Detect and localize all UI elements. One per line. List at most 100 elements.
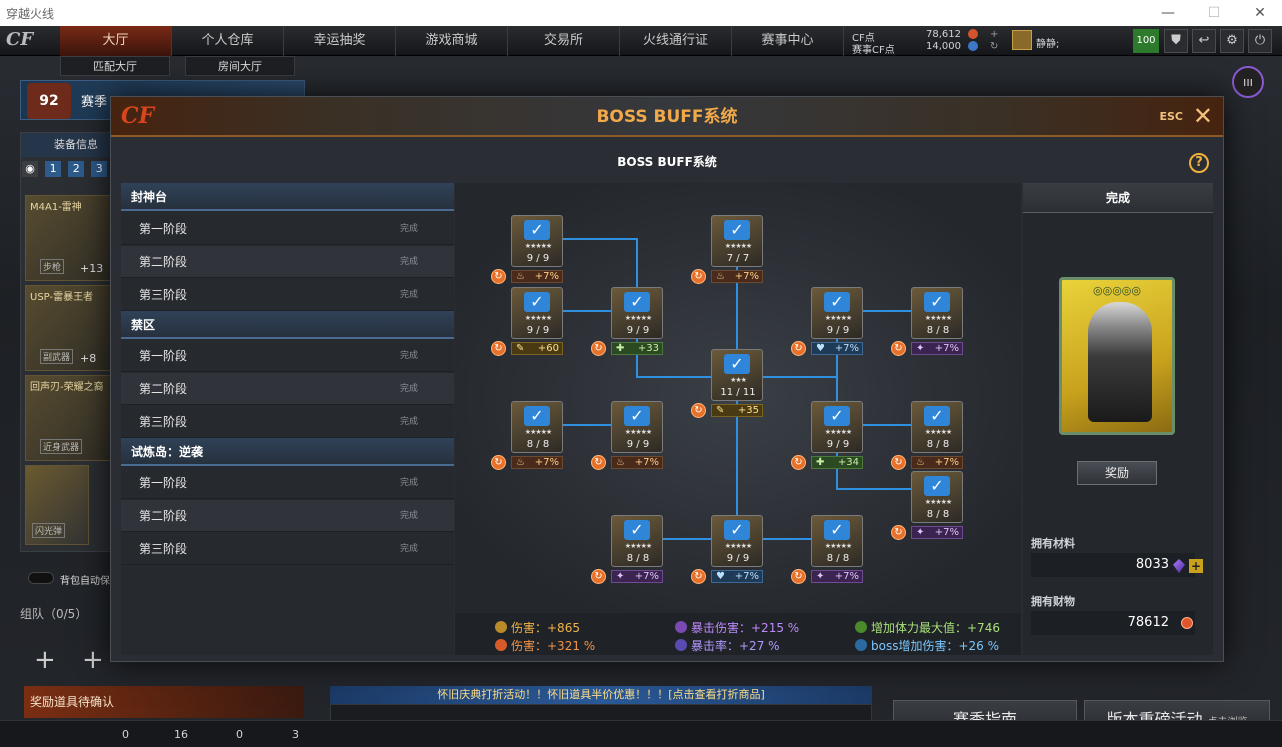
help-icon[interactable]: ? — [1189, 153, 1209, 173]
upgrade-icon[interactable]: ↻ — [591, 341, 606, 356]
upgrade-icon[interactable]: ↻ — [491, 455, 506, 470]
upgrade-icon[interactable]: ↻ — [791, 569, 806, 584]
section-header[interactable]: 禁区 — [121, 311, 454, 339]
buff-node[interactable]: ✓★★★★★7 / 7 — [711, 215, 763, 267]
add-cf-icon[interactable]: + — [990, 29, 999, 40]
node-buff-tag: ✎+60 — [511, 342, 563, 355]
check-icon: ✓ — [824, 292, 850, 312]
power-icon[interactable]: ⏻ — [1248, 29, 1272, 53]
buff-node[interactable]: ✓★★★★★9 / 9 — [711, 515, 763, 567]
buff-node[interactable]: ✓★★★★★8 / 8 — [511, 401, 563, 453]
add-member-icon[interactable]: + — [82, 645, 104, 675]
buff-node[interactable]: ✓★★★★★8 / 8 — [611, 515, 663, 567]
shield-icon[interactable]: ⛊ — [1164, 29, 1188, 53]
node-count: 9 / 9 — [826, 439, 850, 450]
tab-exchange[interactable]: 交易所 — [508, 26, 620, 56]
upgrade-icon[interactable]: ↻ — [491, 341, 506, 356]
add-material-icon[interactable]: + — [1189, 559, 1203, 573]
minimize-icon[interactable]: — — [1161, 5, 1175, 21]
crit-rate-icon — [675, 639, 687, 651]
tab-shop[interactable]: 游戏商城 — [396, 26, 508, 56]
slot-tab-2[interactable]: 2 — [68, 161, 85, 177]
upgrade-icon[interactable]: ↻ — [691, 403, 706, 418]
stat-damage-flat: 伤害：+865 — [495, 619, 580, 636]
reward-button[interactable]: 奖励 — [1077, 461, 1157, 485]
wealth-value: 78612 — [1031, 611, 1195, 635]
buff-node[interactable]: ✓★★★★★9 / 9 — [811, 401, 863, 453]
tab-lucky-draw[interactable]: 幸运抽奖 — [284, 26, 396, 56]
node-stars: ★★★★★ — [924, 428, 952, 436]
buff-node[interactable]: ✓★★★★★8 / 8 — [911, 287, 963, 339]
buff-node[interactable]: ✓★★★11 / 11 — [711, 349, 763, 401]
auto-save-toggle[interactable] — [28, 572, 54, 584]
tab-lobby[interactable]: 大厅 — [60, 26, 172, 56]
fire-icon: ♨ — [616, 457, 625, 468]
menu-icon[interactable]: ııı — [1232, 66, 1264, 98]
upgrade-icon[interactable]: ↻ — [891, 525, 906, 540]
tab-battle-pass[interactable]: 火线通行证 — [620, 26, 732, 56]
award-confirm-banner[interactable]: 奖励道具待确认 — [24, 686, 304, 718]
node-count: 9 / 9 — [626, 439, 650, 450]
tab-tournament[interactable]: 赛事中心 — [732, 26, 844, 56]
upgrade-icon[interactable]: ↻ — [591, 569, 606, 584]
upgrade-icon[interactable]: ↻ — [791, 455, 806, 470]
stage-item[interactable]: 第一阶段完成 — [121, 340, 454, 372]
node-buff-tag: ♨+7% — [511, 456, 563, 469]
upgrade-icon[interactable]: ↻ — [491, 269, 506, 284]
modal-subtitle: BOSS BUFF系统 — [617, 155, 717, 169]
stage-item[interactable]: 第一阶段完成 — [121, 467, 454, 499]
fire-icon: ♨ — [516, 457, 525, 468]
material-label: 拥有材料 — [1031, 537, 1075, 550]
player-avatar[interactable] — [1012, 30, 1032, 50]
stage-item[interactable]: 第三阶段完成 — [121, 279, 454, 311]
tab-match-lobby[interactable]: 匹配大厅 — [60, 56, 170, 76]
weapon-tag: 步枪 — [40, 259, 65, 274]
close-window-icon[interactable]: ✕ — [1254, 5, 1266, 21]
add-member-icon[interactable]: + — [34, 645, 56, 675]
buff-node[interactable]: ✓★★★★★9 / 9 — [811, 287, 863, 339]
slot-head-icon[interactable]: ◉ — [22, 161, 38, 177]
buff-node[interactable]: ✓★★★★★8 / 8 — [811, 515, 863, 567]
upgrade-icon[interactable]: ↻ — [791, 341, 806, 356]
weapon-slot-grenade[interactable]: 闪光弹 — [25, 465, 89, 545]
buff-node[interactable]: ✓★★★★★8 / 8 — [911, 471, 963, 523]
boss-card[interactable]: ◎◎◎◎◎ — [1059, 277, 1175, 435]
upgrade-icon[interactable]: ↻ — [691, 569, 706, 584]
stage-item[interactable]: 第三阶段完成 — [121, 406, 454, 438]
slot-tab-3[interactable]: 3 — [91, 161, 108, 177]
stage-item[interactable]: 第二阶段完成 — [121, 246, 454, 278]
stage-item[interactable]: 第二阶段完成 — [121, 373, 454, 405]
stage-item[interactable]: 第一阶段完成 — [121, 213, 454, 245]
gear-icon[interactable]: ⚙ — [1220, 29, 1244, 53]
return-icon[interactable]: ↩ — [1192, 29, 1216, 53]
section-header[interactable]: 封神台 — [121, 183, 454, 211]
refresh-icon[interactable]: ↻ — [990, 41, 999, 52]
buff-node[interactable]: ✓★★★★★9 / 9 — [511, 215, 563, 267]
stage-item[interactable]: 第二阶段完成 — [121, 500, 454, 532]
buff-node[interactable]: ✓★★★★★9 / 9 — [611, 401, 663, 453]
section-header[interactable]: 试炼岛：逆袭 — [121, 438, 454, 466]
buff-node[interactable]: ✓★★★★★9 / 9 — [611, 287, 663, 339]
node-buff-tag: ✚+34 — [811, 456, 863, 469]
crit-icon: ✦ — [816, 571, 825, 582]
node-count: 9 / 9 — [826, 325, 850, 336]
maximize-icon[interactable]: ☐ — [1207, 5, 1221, 21]
crit-icon: ✦ — [916, 343, 925, 354]
check-icon: ✓ — [824, 520, 850, 540]
tab-room-lobby[interactable]: 房间大厅 — [185, 56, 295, 76]
stage-item[interactable]: 第三阶段完成 — [121, 533, 454, 565]
close-icon[interactable]: ✕ — [1192, 102, 1213, 130]
buff-node[interactable]: ✓★★★★★8 / 8 — [911, 401, 963, 453]
notice-marquee[interactable]: 怀旧庆典打折活动！！怀旧道具半价优惠！！！[点击查看打折商品] — [330, 686, 872, 704]
upgrade-icon[interactable]: ↻ — [691, 269, 706, 284]
slot-tab-1[interactable]: 1 — [45, 161, 62, 177]
upgrade-icon[interactable]: ↻ — [591, 455, 606, 470]
check-icon: ✓ — [924, 406, 950, 426]
upgrade-icon[interactable]: ↻ — [891, 341, 906, 356]
cf-coin-icon — [968, 29, 978, 39]
buff-node[interactable]: ✓★★★★★9 / 9 — [511, 287, 563, 339]
level-badge: 100 — [1133, 29, 1159, 53]
tab-warehouse[interactable]: 个人仓库 — [172, 26, 284, 56]
crit-icon: ✦ — [916, 527, 925, 538]
upgrade-icon[interactable]: ↻ — [891, 455, 906, 470]
